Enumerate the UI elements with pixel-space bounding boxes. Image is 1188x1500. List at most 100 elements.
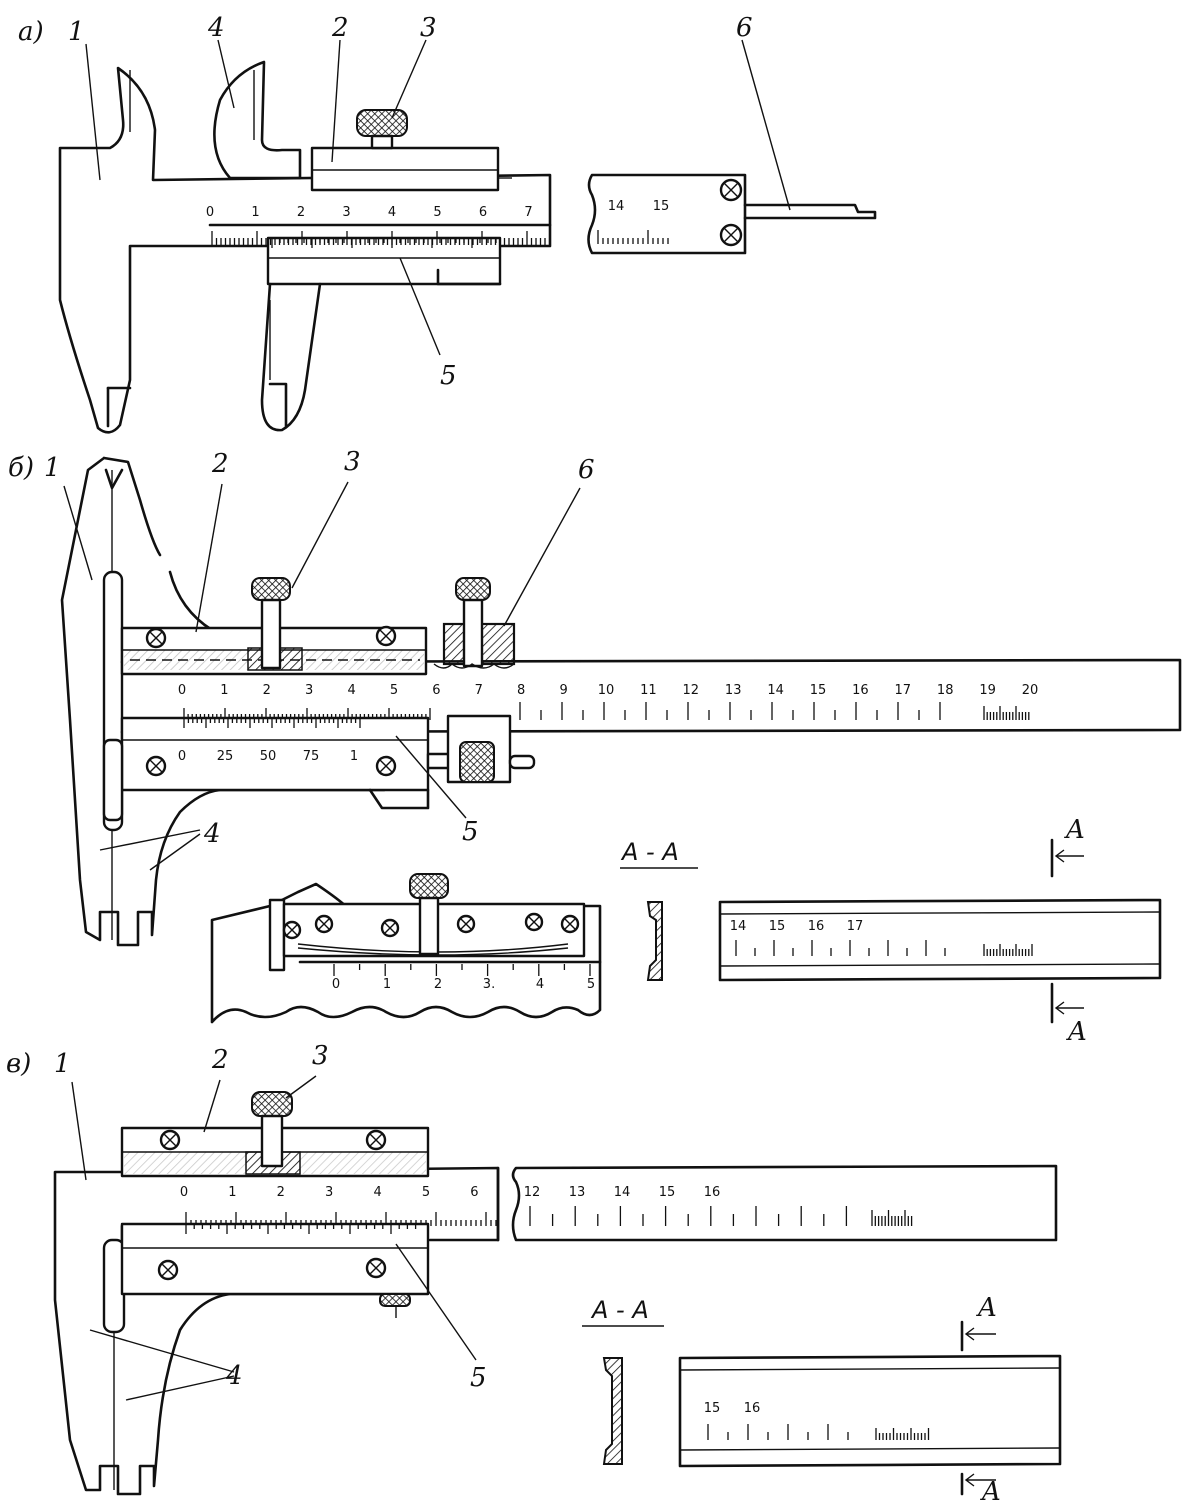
scale-number: 2 [297, 205, 305, 220]
scale-number: 12 [524, 1185, 541, 1200]
scale-number: 17 [895, 683, 912, 698]
callout-3-b: 3 [344, 447, 361, 477]
scale-number: 6 [470, 1185, 478, 1200]
slider-a [310, 146, 500, 192]
scale-number: 15 [769, 919, 786, 934]
scale-number: 0 [332, 977, 340, 992]
scale-number: 1 [251, 205, 259, 220]
clamp-screw-a [356, 109, 408, 137]
vernier-scale-numbers-b: 0 25 50 75 1 [178, 749, 358, 764]
scale-number: 16 [744, 1401, 761, 1416]
section-mark-top-b: A [1064, 815, 1085, 845]
scale-number: 50 [260, 749, 277, 764]
scale-number: 4 [347, 683, 355, 698]
panel-label-a: а) [18, 17, 44, 47]
scale-number: 6 [432, 683, 440, 698]
scale-number: 4 [536, 977, 544, 992]
callout-1-a: 1 [68, 17, 85, 47]
detail-inset-b: 0 1 2 3. 4 5 [210, 873, 602, 1024]
scale-number: 14 [767, 683, 784, 698]
scale-number: 3 [305, 683, 313, 698]
section-mark-bottom-c: A [980, 1477, 1001, 1500]
panel-label-b: б) [8, 453, 34, 483]
section-profile-c [602, 1357, 623, 1465]
callout-5-b: 5 [462, 817, 479, 847]
scale-number: 1 [220, 683, 228, 698]
scale-number: 17 [847, 919, 864, 934]
vernier-scale-ticks-b [183, 718, 361, 728]
scale-number: 3. [483, 977, 495, 992]
callout-5-a: 5 [440, 361, 457, 391]
scale-number: 7 [475, 683, 483, 698]
main-scale-ticks-a [211, 231, 546, 245]
scale-number: 3 [325, 1185, 333, 1200]
depth-rod-a [743, 203, 877, 220]
scale-number: 13 [569, 1185, 586, 1200]
scale-number: 0 [178, 683, 186, 698]
section-profile-b [646, 901, 663, 981]
section-mark-bottom-b: A [1066, 1017, 1087, 1047]
callout-2-b: 2 [211, 449, 229, 479]
section-mark-top-c: A [976, 1293, 997, 1323]
callout-4-a: 4 [207, 13, 225, 43]
scale-number: 5 [587, 977, 595, 992]
scale-number: 10 [598, 683, 615, 698]
detail-scale-numbers-b: 0 1 2 3. 4 5 [332, 977, 595, 992]
end-scale-ticks-a [597, 230, 669, 244]
scale-number: 3 [342, 205, 350, 220]
section-beam-b [718, 898, 1162, 982]
beam-b [120, 658, 1182, 734]
scale-number: 11 [640, 683, 657, 698]
main-scale-numbers-a: 0 1 2 3 4 5 6 7 [206, 205, 533, 220]
movable-lower-jaw-a [260, 282, 322, 432]
scale-number: 5 [433, 205, 441, 220]
scale-number: 4 [373, 1185, 381, 1200]
vernier-c [120, 1222, 430, 1296]
section-label-c: A - A [590, 1296, 649, 1324]
scale-number: 13 [725, 683, 742, 698]
fixed-jaw-a [58, 66, 552, 434]
scale-number: 0 [178, 749, 186, 764]
scale-number: 18 [937, 683, 954, 698]
panel-label-c: в) [6, 1049, 31, 1079]
section-scale-ticks-c [707, 1424, 930, 1440]
scale-number: 4 [388, 205, 396, 220]
scale-number: 14 [608, 199, 625, 214]
callout-3-c: 3 [312, 1041, 329, 1071]
scale-number: 1 [383, 977, 391, 992]
scale-number: 15 [659, 1185, 676, 1200]
scale-number: 25 [217, 749, 234, 764]
callout-1-b: 1 [44, 453, 61, 483]
scale-number: 16 [852, 683, 869, 698]
end-scale-ticks-c [529, 1206, 913, 1226]
scale-number: 15 [653, 199, 670, 214]
clamp-screw-c [251, 1091, 293, 1117]
beam-end-c [511, 1164, 1058, 1242]
scale-number: 0 [180, 1185, 188, 1200]
scale-number: 14 [614, 1185, 631, 1200]
scale-number: 2 [277, 1185, 285, 1200]
scale-number: 6 [479, 205, 487, 220]
vernier-b [120, 716, 430, 792]
scale-number: 19 [979, 683, 996, 698]
beam-end-a [587, 173, 747, 255]
detail-scale-ticks-b [333, 964, 591, 976]
scale-number: 1 [350, 749, 358, 764]
scale-number: 2 [434, 977, 442, 992]
scale-number: 5 [390, 683, 398, 698]
scale-number: 7 [524, 205, 532, 220]
callout-6-b: 6 [578, 455, 595, 485]
scale-number: 0 [206, 205, 214, 220]
scale-number: 75 [303, 749, 320, 764]
scale-number: 9 [559, 683, 567, 698]
scale-number: 15 [810, 683, 827, 698]
scale-number: 12 [683, 683, 700, 698]
scale-number: 14 [730, 919, 747, 934]
callout-6-a: 6 [736, 13, 753, 43]
scale-number: 16 [704, 1185, 721, 1200]
